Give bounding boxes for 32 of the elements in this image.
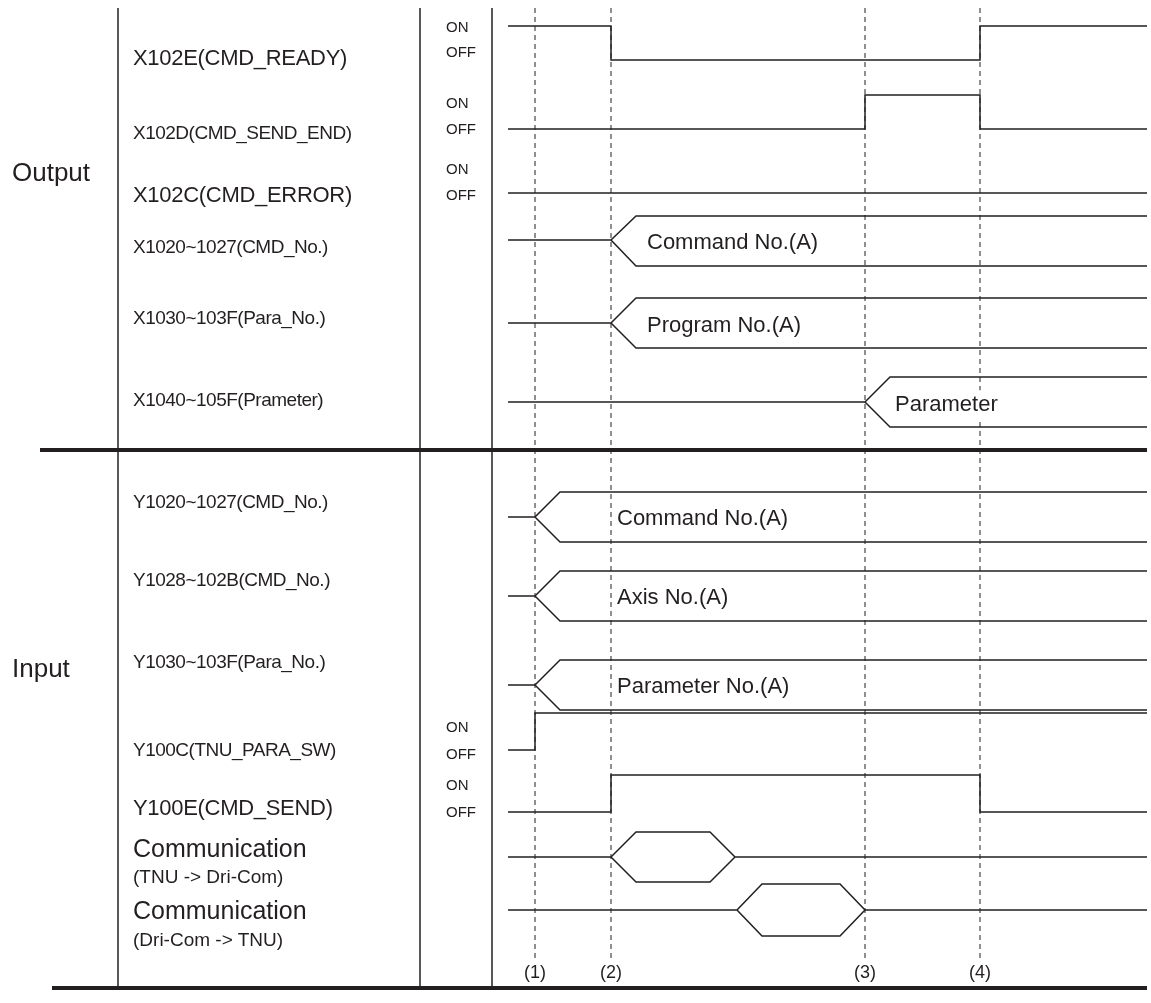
signal-name: X102C(CMD_ERROR) [133,181,352,209]
signal-name: Y1030~103F(Para_No.) [133,650,326,674]
time-marker: (1) [524,960,546,984]
state-label: ON [446,17,469,37]
time-marker: (3) [854,960,876,984]
state-label: OFF [446,802,476,822]
time-marker: (4) [969,960,991,984]
state-label: ON [446,93,469,113]
signal-name: Communication [133,895,307,927]
group-heading: Output [12,155,91,189]
signal-name: Communication [133,833,307,865]
signal-name: X1020~1027(CMD_No.) [133,235,328,259]
signal-name: X102D(CMD_SEND_END) [133,121,352,145]
state-label: ON [446,159,469,179]
signal-name: Y1020~1027(CMD_No.) [133,490,328,514]
signal-name: Y100E(CMD_SEND) [133,794,333,822]
bus-value: Parameter [893,390,1000,418]
group-heading: Input [12,651,70,685]
time-marker: (2) [600,960,622,984]
state-label: OFF [446,744,476,764]
state-label: OFF [446,185,476,205]
signal-name: (Dri-Com -> TNU) [133,928,284,952]
signal-name: (TNU -> Dri-Com) [133,865,284,889]
signal-name: X1030~103F(Para_No.) [133,306,326,330]
signal-name: Y1028~102B(CMD_No.) [133,568,330,592]
state-label: OFF [446,42,476,62]
state-label: ON [446,717,469,737]
state-label: OFF [446,119,476,139]
signal-name: Y100C(TNU_PARA_SW) [133,738,336,762]
state-label: ON [446,775,469,795]
signal-name: X102E(CMD_READY) [133,44,348,72]
signal-name: X1040~105F(Prameter) [133,388,324,412]
